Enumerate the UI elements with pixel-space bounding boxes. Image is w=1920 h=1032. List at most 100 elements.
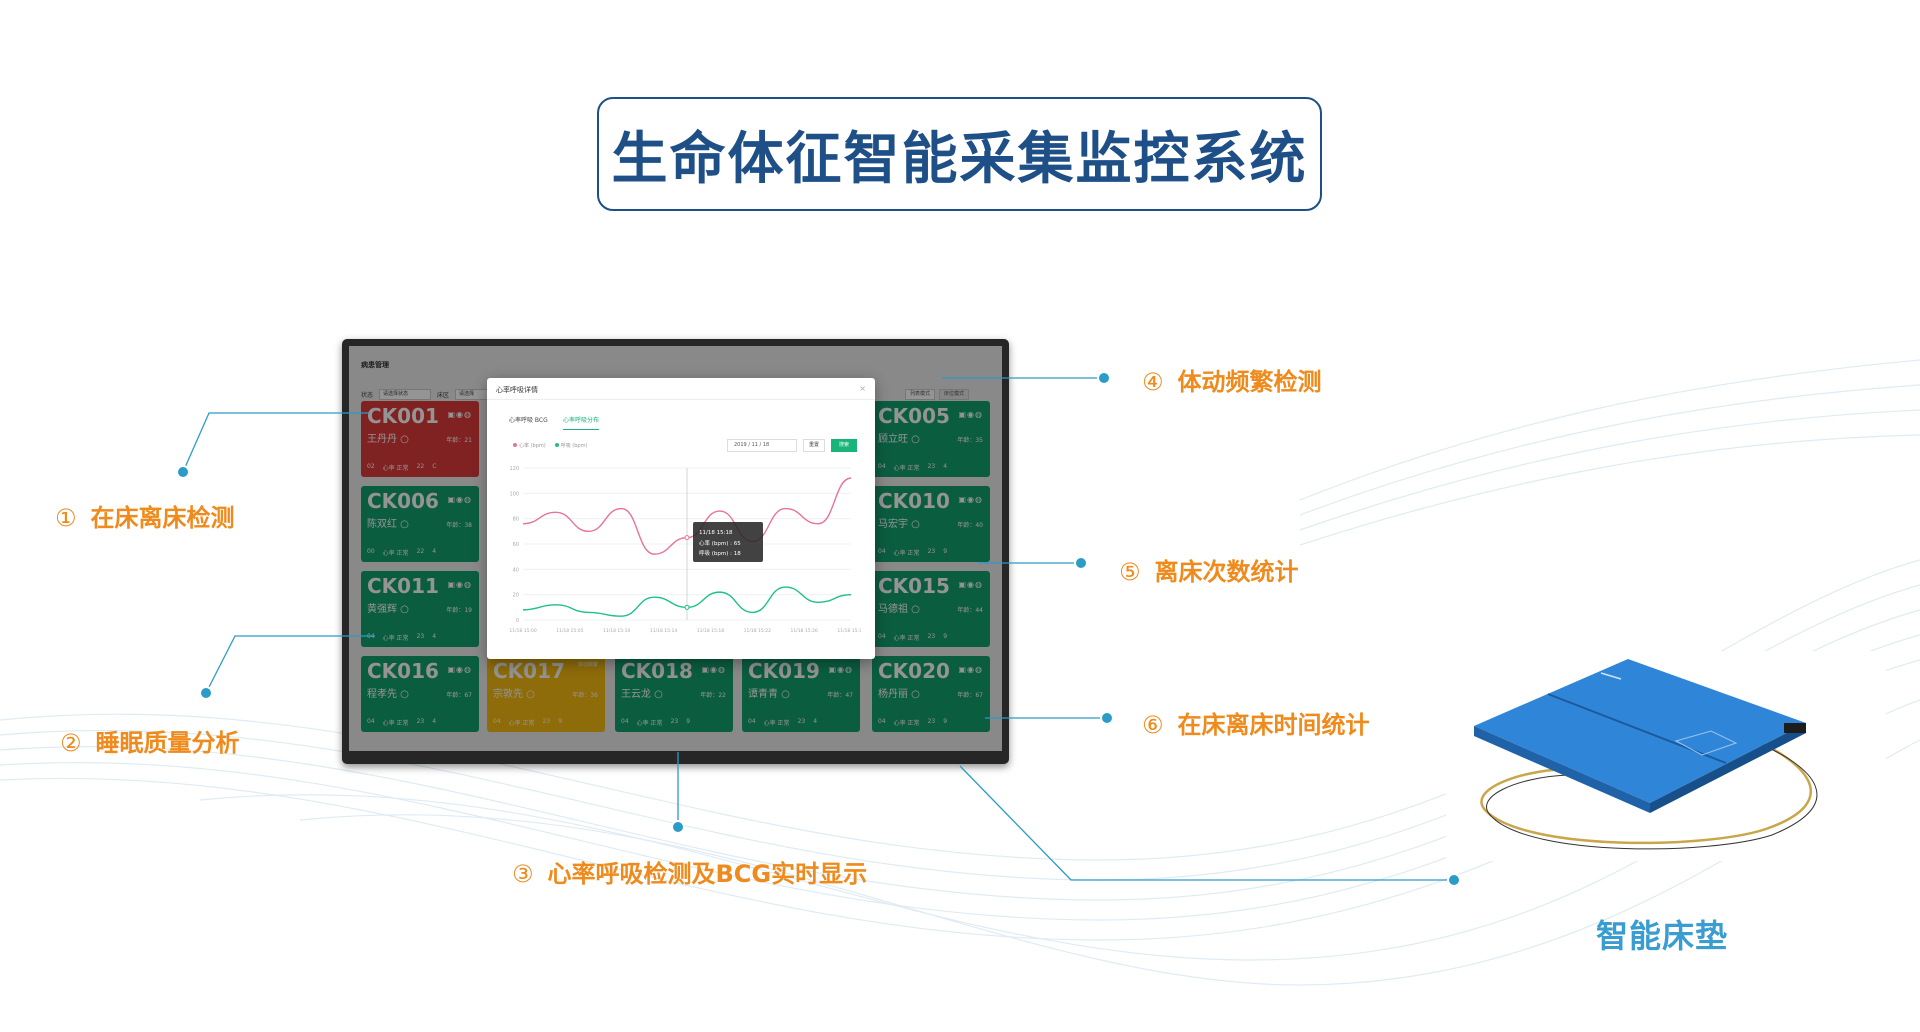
stat-item: 4 (813, 718, 818, 725)
bed-id: CK006 (367, 489, 439, 513)
stat-item: 心率 正常 (382, 550, 409, 557)
patient-name: 王丹丹 ○ (367, 434, 409, 445)
date-picker[interactable]: 2019 / 11 / 18 (727, 439, 797, 452)
patient-name: 顾立旺 ○ (878, 434, 920, 445)
patient-name: 宗敦先 ○ (493, 689, 535, 700)
filter-label: 床区 (437, 392, 450, 399)
patient-age: 年龄：67 (446, 692, 472, 699)
status-icons: ▣◉◍ (447, 495, 472, 504)
y-tick-label: 0 (516, 618, 519, 624)
patient-age: 年龄：35 (957, 437, 983, 444)
tab-bcg[interactable]: 心率呼吸 BCG (509, 417, 548, 424)
x-tick-label: 11/18 15:05 (556, 628, 584, 634)
tab-distribution[interactable]: 心率呼吸分布 (563, 415, 600, 430)
patient-name: 马德祖 ○ (878, 604, 920, 615)
patient-name: 杨丹丽 ○ (878, 689, 920, 700)
reset-button[interactable]: 重置 (803, 439, 825, 452)
bed-mode-button[interactable]: 床位模式 (939, 389, 970, 400)
stat-item: 4 (432, 548, 437, 555)
y-tick-label: 60 (513, 542, 519, 548)
y-tick-label: 120 (509, 466, 519, 472)
modal-title: 心率呼吸详情 (496, 386, 538, 394)
stat-item: 心率 正常 (893, 635, 920, 642)
bed-id: CK018 (621, 659, 693, 683)
list-mode-button[interactable]: 列表模式 (905, 389, 936, 400)
view-toolbar: 列表模式 床位模式 (905, 389, 970, 400)
stat-item: 00 (367, 548, 375, 555)
legend-item-hr: 心率 (bpm) (513, 442, 546, 449)
stat-item: 23 (416, 633, 425, 640)
stat-item: 心率 正常 (636, 720, 663, 727)
stat-item: 9 (943, 718, 948, 725)
hover-point-0 (684, 535, 690, 541)
stat-item: 23 (542, 718, 551, 725)
stat-item: 9 (943, 548, 948, 555)
stat-item: 9 (943, 633, 948, 640)
patient-name: 马宏宇 ○ (878, 519, 920, 530)
stat-item: 04 (621, 718, 629, 725)
stat-item: 23 (416, 718, 425, 725)
search-button[interactable]: 搜索 (831, 439, 857, 452)
card-note: 体动频繁 (577, 662, 598, 668)
stat-item: 23 (797, 718, 806, 725)
modal-divider (487, 399, 875, 400)
card-stats: 00 心率 正常 22 4 (367, 548, 436, 557)
stat-item: 4 (432, 633, 437, 640)
status-icons: ▣◉◍ (958, 410, 983, 419)
stat-item: 22 (416, 463, 425, 470)
x-tick-label: 11/18 15:30 (837, 628, 861, 634)
page-title: 生命体征智能采集监控系统 (611, 126, 1308, 192)
legend-item-rr: 呼吸 (bpm) (554, 442, 587, 449)
chart-legend: 心率 (bpm) 呼吸 (bpm) (513, 442, 587, 449)
mattress-illustration (1474, 659, 1818, 850)
status-icons: ▣◉◍ (447, 665, 472, 674)
stat-item: 心率 正常 (893, 550, 920, 557)
stat-item: 心率 正常 (893, 465, 920, 472)
stat-item: 心率 正常 (382, 635, 409, 642)
x-tick-label: 11/18 15:00 (509, 628, 537, 634)
patient-age: 年龄：44 (957, 607, 983, 614)
stat-item: 04 (367, 718, 375, 725)
stat-item: 04 (748, 718, 756, 725)
bed-id: CK015 (878, 574, 950, 598)
y-tick-label: 80 (513, 517, 519, 523)
stat-item: 22 (416, 548, 425, 555)
status-icons: ▣◉◍ (958, 665, 983, 674)
stat-item: 23 (927, 718, 936, 725)
status-select[interactable]: 请选择状态 (379, 389, 432, 400)
stat-item: 04 (878, 718, 886, 725)
x-tick-label: 11/18 15:10 (603, 628, 631, 634)
y-tick-label: 40 (513, 567, 519, 573)
filter-label: 状态 (361, 392, 374, 399)
filter-row: 状态 请选择状态 床区 请选择 (361, 389, 508, 400)
stat-item: 心率 正常 (763, 720, 790, 727)
tooltip-rr: 呼吸 (bpm) : 18 (699, 550, 741, 557)
patient-age: 年龄：22 (700, 692, 726, 699)
status-icons: ▣◉◍ (828, 665, 853, 674)
stat-item: 04 (878, 463, 886, 470)
stat-item: 9 (686, 718, 691, 725)
close-icon[interactable]: × (859, 384, 866, 393)
patient-age: 年龄：36 (572, 692, 598, 699)
